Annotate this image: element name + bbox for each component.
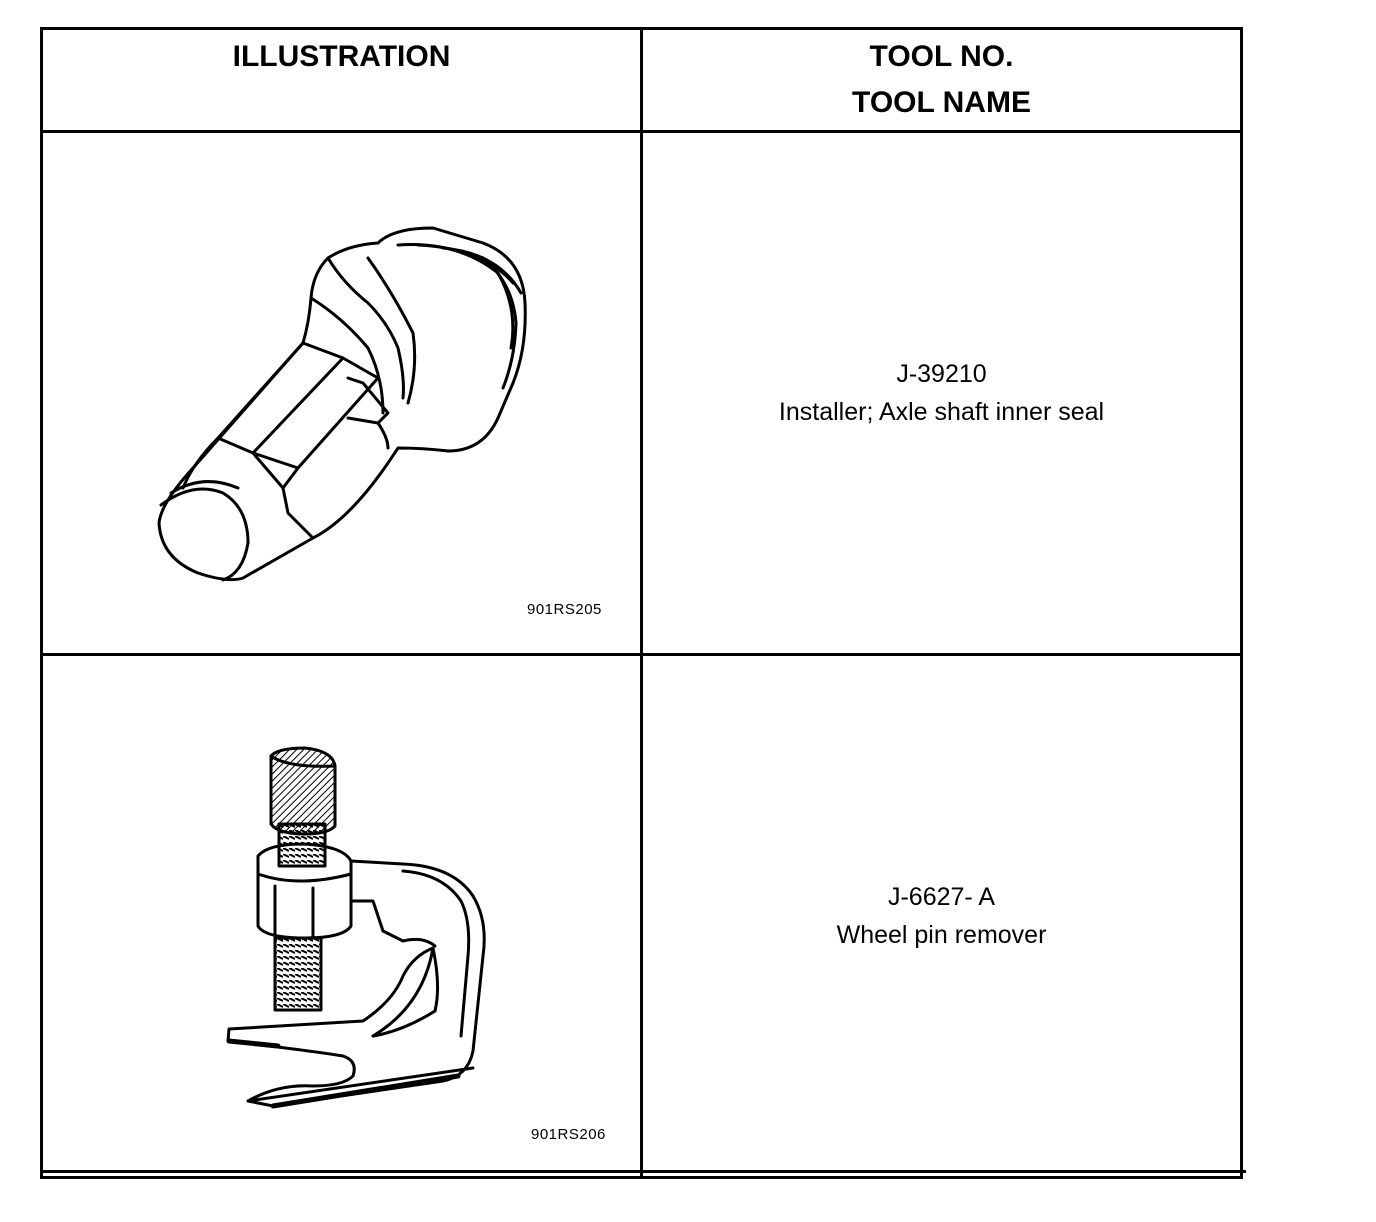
table-row: 901RS206 J-6627- A Wheel pin remover (40, 653, 1243, 1179)
tool-no-header-label: TOOL NO. (869, 40, 1014, 73)
tool-info-cell: J-39210 Installer; Axle shaft inner seal (640, 130, 1243, 656)
illustration-header-label: ILLUSTRATION (232, 40, 451, 73)
tool-name-header-label: TOOL NAME (852, 86, 1031, 119)
illustration-cell: 901RS205 (40, 130, 643, 656)
illustration-frame: 901RS205 (43, 133, 640, 653)
tool-name: Installer; Axle shaft inner seal (778, 398, 1105, 426)
tool-header: TOOL NO. TOOL NAME (640, 27, 1243, 133)
illustration-frame: 901RS206 (43, 656, 640, 1176)
tool-info-cell: J-6627- A Wheel pin remover (640, 653, 1243, 1179)
table-row: 901RS205 J-39210 Installer; Axle shaft i… (40, 130, 1243, 656)
bottom-rule (42, 1170, 1246, 1173)
illustration-cell: 901RS206 (40, 653, 643, 1179)
wheel-pin-remover-icon (226, 746, 486, 1109)
illustration-header: ILLUSTRATION (40, 27, 643, 133)
tool-name: Wheel pin remover (836, 921, 1047, 949)
figure-code: 901RS205 (527, 601, 602, 618)
axle-seal-installer-icon (157, 226, 527, 582)
table-header-row: ILLUSTRATION TOOL NO. TOOL NAME (40, 27, 1243, 133)
tool-info: J-6627- A Wheel pin remover (643, 878, 1240, 954)
figure-code: 901RS206 (531, 1126, 606, 1143)
tool-info: J-39210 Installer; Axle shaft inner seal (643, 355, 1240, 431)
special-tools-table: ILLUSTRATION TOOL NO. TOOL NAME (40, 27, 1243, 1179)
tool-number: J-39210 (896, 360, 987, 388)
tool-header-labels: TOOL NO. TOOL NAME (643, 30, 1240, 126)
tool-number: J-6627- A (887, 883, 995, 911)
